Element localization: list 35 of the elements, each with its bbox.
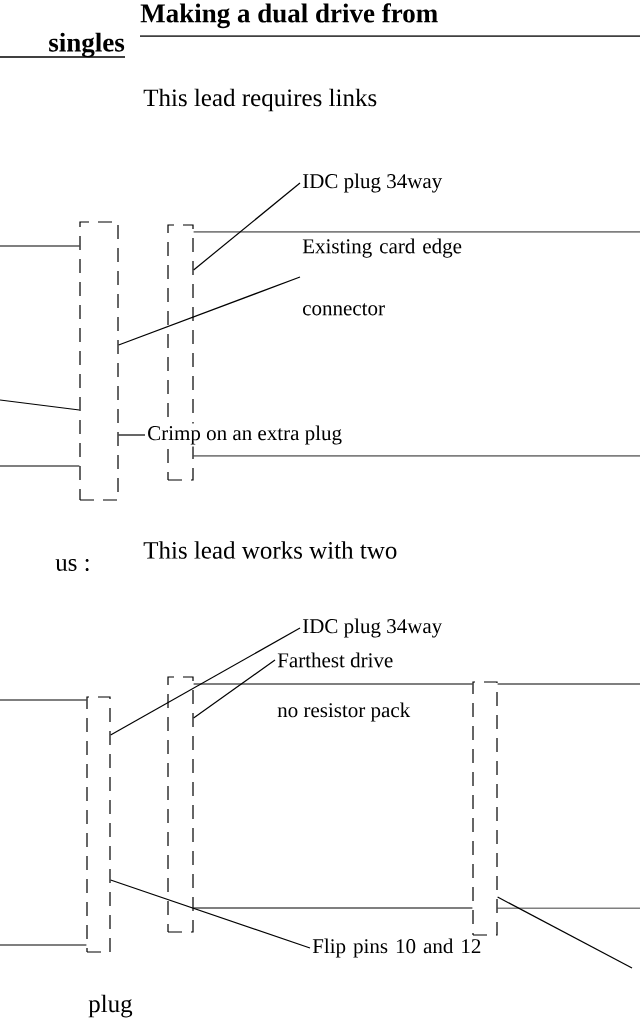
leader-line — [110, 879, 311, 949]
callout-text: no resistor pack — [275, 700, 413, 724]
leader-line — [0, 399, 80, 411]
callout-text: Flip pins 10 and 12 — [310, 936, 485, 960]
cable-line — [193, 231, 640, 233]
callout-text: IDC plug 34way — [300, 616, 445, 640]
leader-line — [193, 182, 301, 271]
connector-plug — [79, 221, 119, 501]
leader-line — [497, 896, 633, 969]
cable-line — [193, 683, 473, 685]
connector-plug — [86, 696, 111, 953]
cable-line — [0, 944, 87, 946]
cable-line — [193, 455, 640, 457]
leader-line — [118, 434, 146, 436]
leader-line — [118, 276, 301, 346]
callout-text: IDC plug 34way — [300, 171, 445, 195]
cable-line — [193, 907, 473, 909]
title: Making a dual drive from — [139, 3, 640, 37]
heading: singles — [0, 32, 126, 58]
cable-line — [0, 699, 87, 701]
leader-line — [110, 627, 301, 736]
text-line: us : — [55, 558, 89, 572]
text-line: This lead works with two — [143, 541, 397, 559]
cable-line — [0, 465, 80, 467]
callout-text: Crimp on an extra plug — [145, 423, 344, 447]
callout-text: Existing card edge connector — [300, 236, 480, 318]
cable-line — [497, 683, 640, 685]
cable-line — [0, 245, 80, 247]
text-line: plug — [88, 994, 133, 1018]
text-line: This lead requires links — [143, 88, 377, 112]
connector-plug — [472, 681, 498, 936]
callout-text: Farthest drive — [275, 650, 396, 670]
cable-line — [497, 907, 640, 909]
connector-plug — [167, 676, 194, 933]
leader-line — [193, 659, 276, 719]
